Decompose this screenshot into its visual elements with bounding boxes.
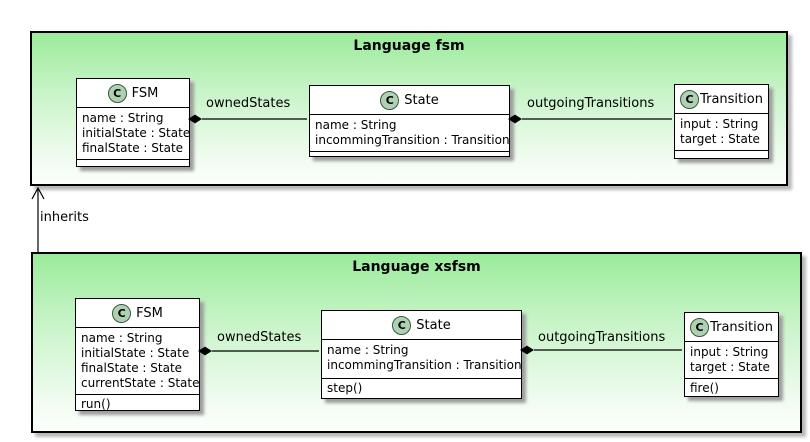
class-attributes: input : String target : State xyxy=(675,113,768,150)
class-header: C Transition xyxy=(675,85,768,113)
package-language-xsfsm: Language xsfsm C FSM name : String initi… xyxy=(31,252,802,433)
class-name: FSM xyxy=(131,86,159,101)
class-icon: C xyxy=(392,316,412,335)
method: step() xyxy=(327,381,363,395)
method: fire() xyxy=(690,381,719,395)
attribute: incommingTransition : Transition xyxy=(327,358,522,372)
attribute: finalState : State xyxy=(81,361,183,375)
attribute: name : String xyxy=(315,118,397,132)
class-header: C FSM xyxy=(76,299,199,327)
edge-label-ownedstates: ownedStates xyxy=(206,96,291,111)
class-icon: C xyxy=(112,304,132,323)
attribute: currentState : State xyxy=(81,376,200,390)
class-header: C Transition xyxy=(685,313,778,341)
class-state: C State name : String incommingTransitio… xyxy=(309,85,510,157)
method: run() xyxy=(81,397,111,411)
class-methods-empty xyxy=(310,151,509,162)
class-name: Transition xyxy=(700,92,763,107)
class-header: C State xyxy=(310,86,509,114)
class-attributes: input : String target : State xyxy=(685,341,778,378)
edge-label-ownedstates: ownedStates xyxy=(217,330,302,345)
class-methods: fire() xyxy=(685,378,778,396)
attribute: input : String xyxy=(690,345,769,359)
class-methods-empty xyxy=(77,159,189,170)
attribute: name : String xyxy=(327,343,409,357)
class-icon: C xyxy=(680,90,700,109)
package-language-fsm: Language fsm C FSM name : String initial… xyxy=(30,31,788,186)
class-attributes: name : String initialState : State final… xyxy=(76,327,200,394)
attribute: input : String xyxy=(680,117,759,131)
class-icon: C xyxy=(380,91,400,110)
package-title: Language xsfsm xyxy=(352,259,481,275)
class-header: C State xyxy=(322,311,521,339)
class-methods: run() xyxy=(76,394,199,411)
attribute: incommingTransition : Transition xyxy=(315,133,510,147)
attribute: name : String xyxy=(81,331,163,345)
class-attributes: name : String incommingTransition : Tran… xyxy=(310,114,510,151)
package-title: Language fsm xyxy=(353,38,465,54)
edge-label-outgoingtransitions: outgoingTransitions xyxy=(527,96,655,111)
class-name: State xyxy=(404,93,439,108)
attribute: target : State xyxy=(690,360,770,374)
class-transition: C Transition input : String target : Sta… xyxy=(684,312,779,397)
attribute: initialState : State xyxy=(82,126,191,140)
class-methods: step() xyxy=(322,378,521,398)
class-transition: C Transition input : String target : Sta… xyxy=(674,84,769,159)
attribute: target : State xyxy=(680,132,760,146)
class-header: C FSM xyxy=(77,79,189,107)
class-fsm: C FSM name : String initialState : State… xyxy=(76,78,190,167)
attribute: initialState : State xyxy=(81,346,190,360)
edge-label-outgoingtransitions: outgoingTransitions xyxy=(538,330,666,345)
class-attributes: name : String incommingTransition : Tran… xyxy=(322,339,522,378)
arrowhead-up-icon xyxy=(31,186,45,200)
class-name: State xyxy=(416,318,451,333)
class-state: C State name : String incommingTransitio… xyxy=(321,310,522,399)
class-fsm: C FSM name : String initialState : State… xyxy=(75,298,200,411)
class-icon: C xyxy=(107,84,127,103)
attribute: finalState : State xyxy=(82,141,184,155)
class-icon: C xyxy=(690,318,710,337)
class-attributes: name : String initialState : State final… xyxy=(77,107,191,159)
edge-label-inherits: inherits xyxy=(40,210,89,225)
class-methods-empty xyxy=(675,150,768,161)
class-name: Transition xyxy=(710,320,773,335)
attribute: name : String xyxy=(82,111,164,125)
class-name: FSM xyxy=(136,306,163,321)
